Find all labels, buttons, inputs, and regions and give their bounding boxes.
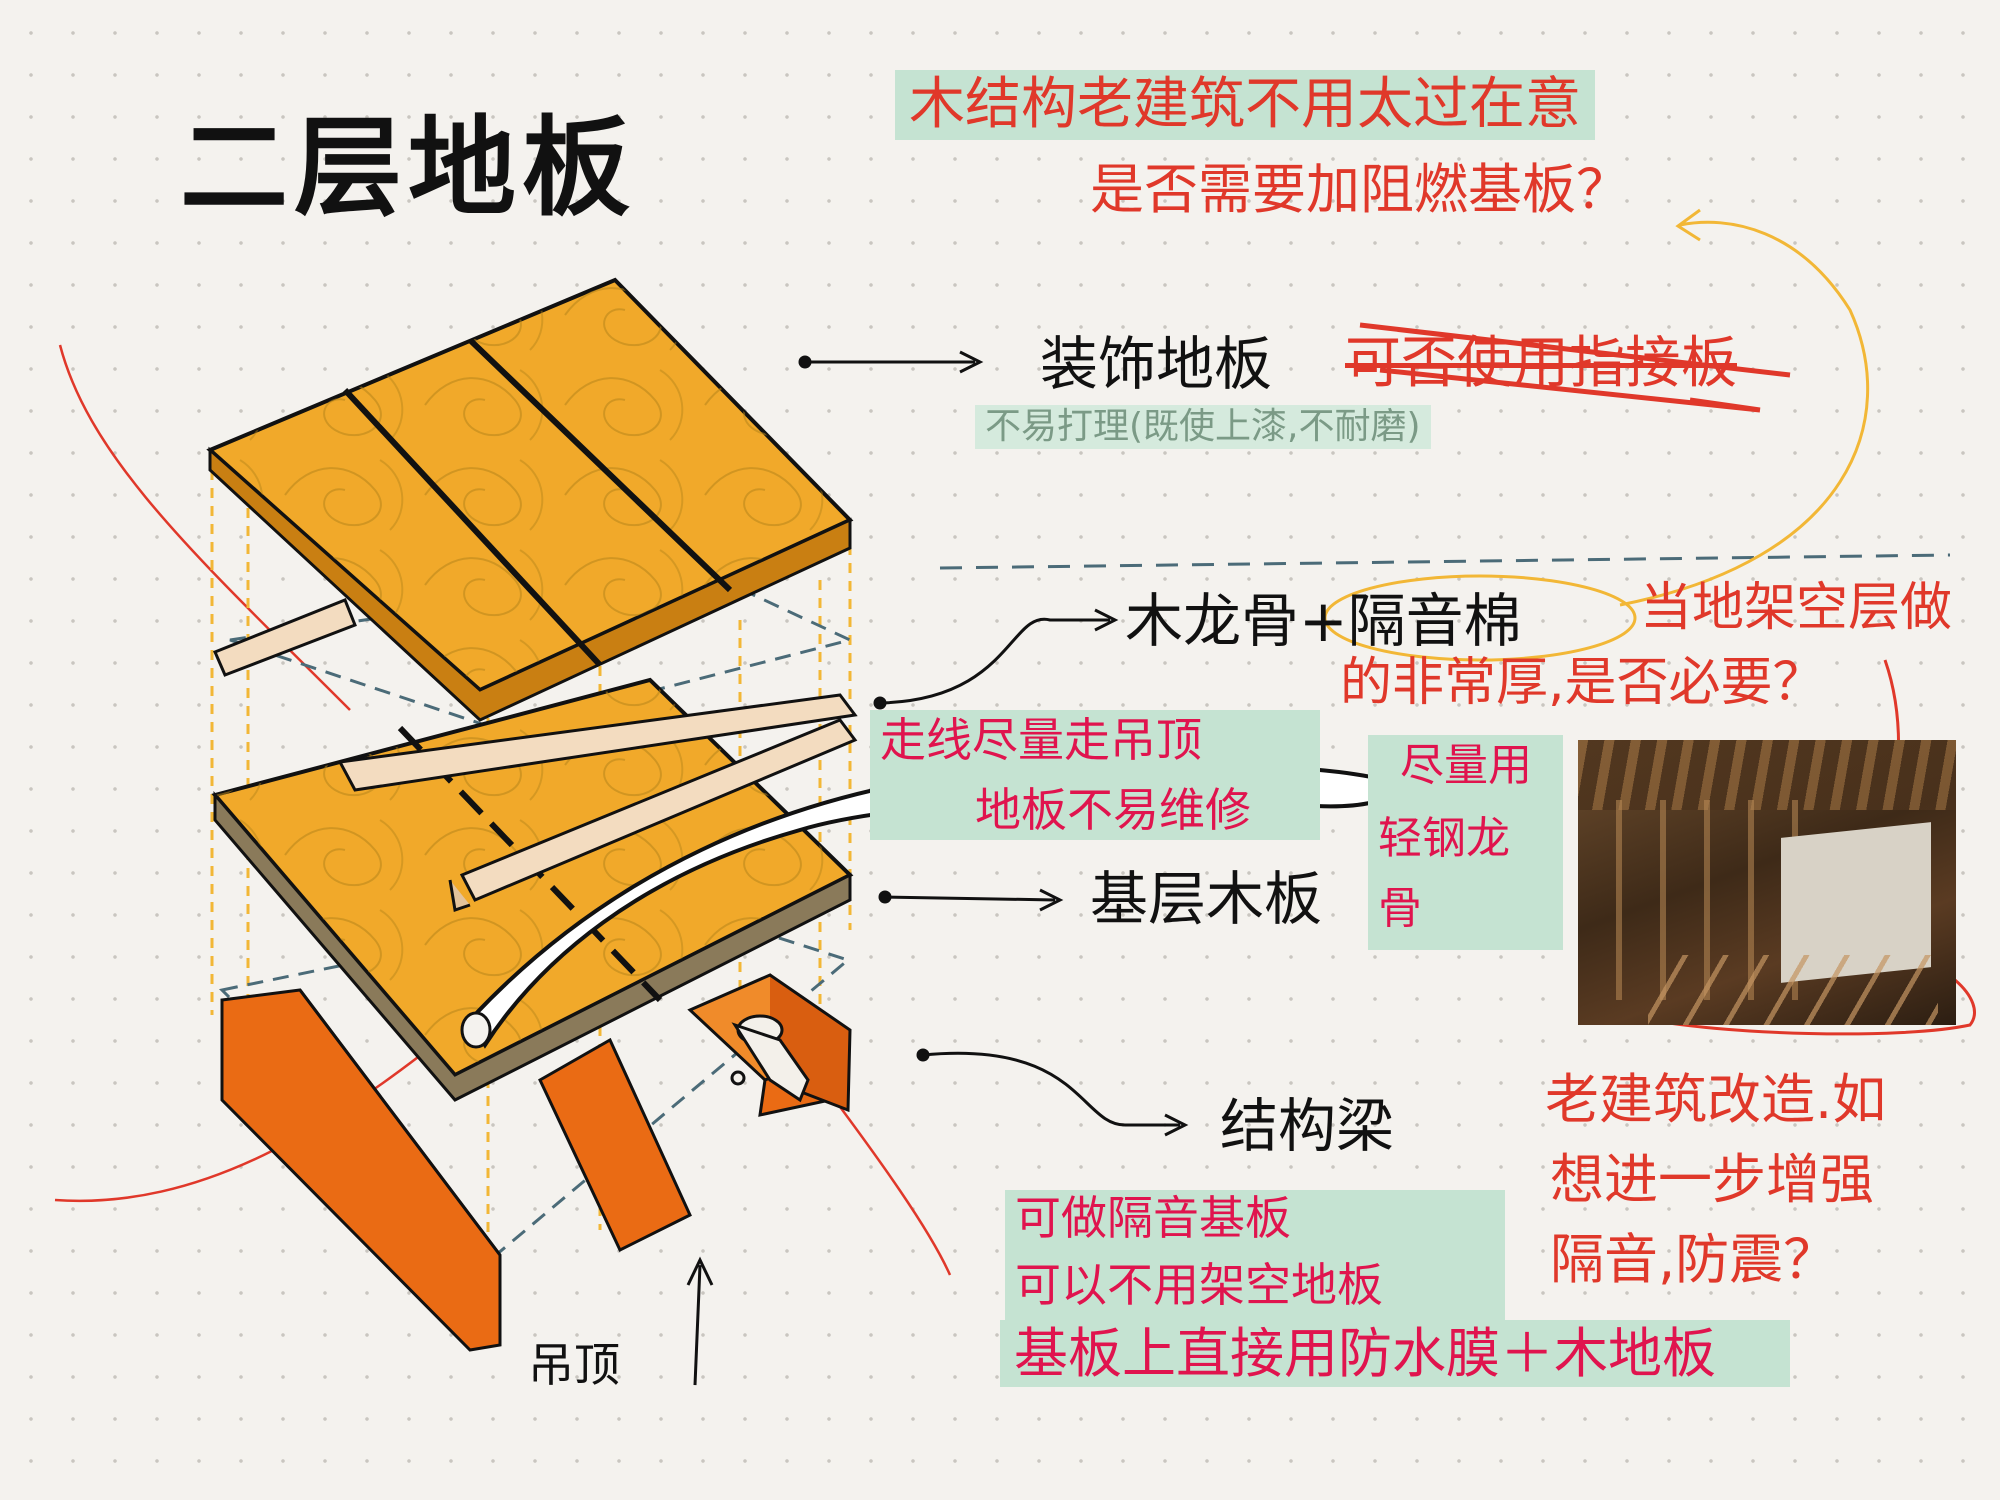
finish-floor — [206, 277, 854, 722]
question-space-2: 的非常厚,是否必要？ — [1340, 653, 1825, 713]
renovation-note-2: 想进一步增强 — [1550, 1148, 1874, 1211]
sound-note-box — [1005, 1190, 1505, 1320]
steel-note-box — [1368, 735, 1563, 950]
question-space-1: 当地架空层做 — [1640, 578, 1953, 638]
steel-note-1: 尽量用 — [1400, 740, 1532, 791]
note-finish: 不易打理(既使上漆,不耐磨) — [975, 405, 1431, 449]
label-ceiling: 吊顶 — [528, 1338, 620, 1392]
steel-note-3: 骨 — [1378, 883, 1422, 934]
sound-note-3: 基板上直接用防水膜＋木地板 — [1000, 1320, 1790, 1388]
label-joist: 木龙骨+隔音棉 — [1125, 587, 1522, 655]
question-fire: 是否需要加阻燃基板？ — [1090, 158, 1630, 221]
wiring-note-2: 地板不易维修 — [975, 783, 1251, 837]
separator-line — [939, 553, 1951, 570]
strike-scribble — [1359, 322, 1791, 413]
guide-curve-bottom — [54, 1019, 466, 1203]
photo-rafters — [1578, 740, 1956, 810]
wiring-note-box — [870, 710, 1320, 840]
wiring-note-1: 走线尽量走吊顶 — [880, 713, 1202, 767]
joist-strips — [213, 598, 858, 912]
note-top: 木结构老建筑不用太过在意 — [895, 70, 1595, 140]
circle-soundproof — [1323, 574, 1637, 662]
renovation-note-1: 老建筑改造.如 — [1545, 1068, 1887, 1131]
label-finish-floor: 装饰地板 — [1040, 330, 1273, 398]
photo-floor-frame — [1648, 955, 1938, 1025]
reference-photo — [1578, 740, 1956, 1025]
label-base-board: 基层木板 — [1090, 865, 1323, 933]
sound-note-1: 可做隔音基板 — [1015, 1191, 1291, 1245]
sound-note-2: 可以不用架空地板 — [1015, 1258, 1383, 1312]
guide-curve-right — [818, 1079, 952, 1276]
renovation-note-3: 隔音,防震？ — [1550, 1228, 1838, 1291]
pipe-clip — [730, 1014, 810, 1103]
steel-note-2: 轻钢龙 — [1378, 813, 1510, 864]
pointer-lines — [686, 350, 1189, 1386]
page-title: 二层地板 — [180, 106, 637, 231]
guide-curve-left — [58, 344, 351, 711]
label-beam: 结构梁 — [1220, 1092, 1395, 1160]
struck-option: 可否使用指接板 — [1345, 331, 1737, 396]
annotation-arrow-yellow — [1619, 208, 1870, 607]
